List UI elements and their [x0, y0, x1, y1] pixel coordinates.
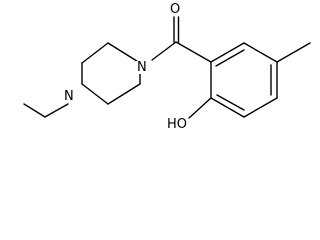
bond-hydroxyl — [188, 97, 212, 119]
bond-methyl — [276, 42, 311, 63]
bond-ethyl-2 — [23, 103, 46, 118]
structure-drawing — [23, 16, 311, 119]
bond-ring-5 — [210, 97, 245, 118]
bond-ring-1-inner — [215, 49, 245, 67]
bond-carbonyl-ring — [175, 41, 212, 63]
bond-carbonyl-n — [151, 41, 177, 61]
molecule-canvas: O N N HO — [23, 2, 311, 132]
bond-pip-1 — [107, 42, 141, 64]
atom-label-carbonyl-oxygen: O — [169, 2, 182, 17]
bond-ring-5-inner — [216, 94, 245, 111]
bond-ethyl-1 — [44, 103, 69, 118]
bond-pip-5 — [107, 83, 141, 105]
atom-label-hydroxyl: HO — [166, 117, 189, 132]
bond-ring-4 — [243, 97, 278, 118]
bond-ring-2 — [243, 42, 278, 63]
atom-label-ethyl-nitrogen: N — [63, 89, 75, 104]
bond-ring-1 — [210, 42, 245, 63]
bond-pip-2 — [81, 42, 109, 64]
bond-pip-4 — [81, 83, 109, 105]
atom-label-amide-nitrogen: N — [136, 60, 148, 75]
